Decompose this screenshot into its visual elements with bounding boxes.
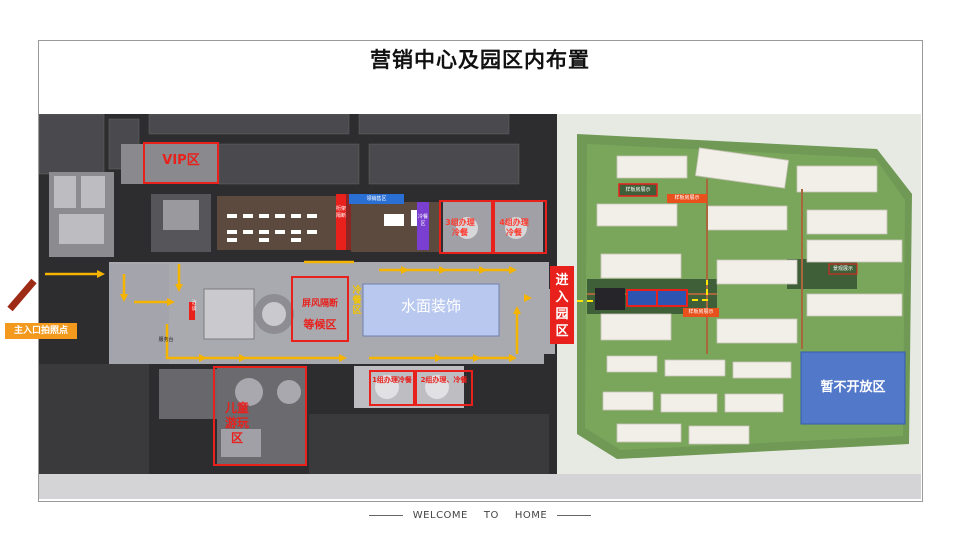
group2-label: 2组办理、冷餐 bbox=[420, 376, 468, 384]
footer: WELCOME TO HOME bbox=[0, 510, 960, 521]
partition-top-label: 桁架隔断 bbox=[336, 206, 347, 219]
kids-label-3: 区 bbox=[230, 431, 243, 445]
vip-label: VIP区 bbox=[162, 153, 200, 168]
closed-area-label: 暂不开放区 bbox=[820, 380, 886, 395]
site-tag-2: 样板房展示 bbox=[667, 194, 707, 203]
kids-label-1: 儿童 bbox=[224, 401, 249, 415]
floor-plan-drawing bbox=[39, 114, 555, 474]
footer-rule-right bbox=[557, 514, 592, 516]
page-title: 营销中心及园区内布置 bbox=[370, 48, 590, 72]
cold-drink-mid-label: 冷餐区 bbox=[352, 286, 362, 316]
waiting-label: 等候区 bbox=[303, 318, 337, 331]
main-entrance-badge: 主入口拍照点 bbox=[5, 323, 77, 339]
floor-plan: VIP区 3组办理冷餐 4组办理冷餐 屏风隔断 等候区 冷餐区 水面装饰 1组办… bbox=[39, 114, 557, 474]
site-tag-4: 景观展示 bbox=[832, 266, 853, 272]
group4-label: 4组办理冷餐 bbox=[499, 218, 529, 237]
screen-partition-label: 屏风隔断 bbox=[301, 299, 338, 309]
site-plan-drawing bbox=[557, 114, 921, 474]
footer-word-welcome: WELCOME bbox=[412, 510, 468, 521]
enter-park-label: 进入园区 bbox=[555, 273, 569, 339]
site-tag-3: 样板房展示 bbox=[683, 308, 719, 317]
water-decoration-label: 水面装饰 bbox=[400, 297, 461, 315]
cold-drink-label: 冷餐区 bbox=[417, 214, 428, 227]
waiting-zone-box bbox=[291, 276, 349, 342]
kids-zone-box bbox=[213, 366, 307, 466]
group1-label: 1组办理冷餐 bbox=[372, 376, 412, 384]
site-tag-1: 样板房展示 bbox=[625, 187, 651, 193]
footer-rule-left bbox=[368, 514, 403, 516]
vip-zone-box bbox=[143, 142, 219, 184]
service-desk-label: 服务台 bbox=[158, 337, 174, 343]
entrance-marker bbox=[7, 278, 37, 312]
site-plan: 样板房展示 样板房展示 样板房展示 景观展示 暂不开放区 bbox=[557, 114, 921, 474]
group1-box bbox=[369, 370, 415, 406]
group4-box bbox=[493, 200, 547, 254]
group2-box bbox=[415, 370, 473, 406]
kids-label-2: 游玩 bbox=[224, 416, 249, 430]
group3-label: 3组办理冷餐 bbox=[445, 218, 475, 237]
footer-word-home: HOME bbox=[514, 510, 548, 521]
footer-word-to: TO bbox=[483, 510, 499, 521]
talk-area-label: 洽谈 bbox=[191, 300, 197, 312]
sales-area-label: 领销售区 bbox=[366, 196, 387, 202]
group3-box bbox=[439, 200, 493, 254]
enter-park-badge: 进入园区 bbox=[550, 266, 574, 344]
